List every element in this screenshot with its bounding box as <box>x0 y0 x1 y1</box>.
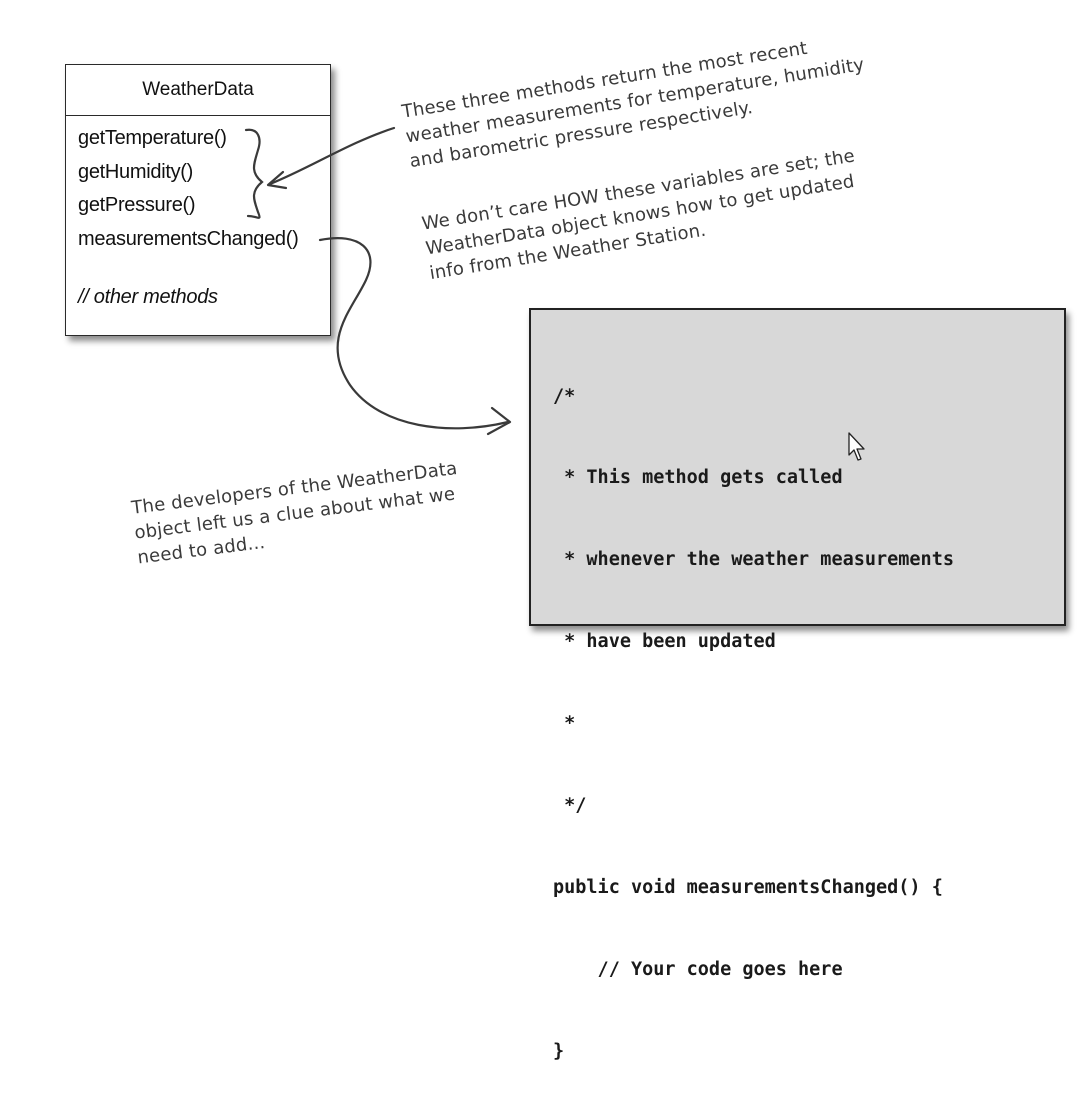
mouse-pointer-icon <box>848 432 865 461</box>
code-line: /* <box>553 385 576 407</box>
variables-annotation: We don’t care HOW these variables are se… <box>420 143 864 286</box>
uml-class-box: WeatherData getTemperature() getHumidity… <box>65 64 331 336</box>
code-line: * have been updated <box>553 631 776 653</box>
method-get-pressure: getPressure() <box>78 194 196 216</box>
code-line: public void measurementsChanged() { <box>553 876 943 898</box>
code-line: * whenever the weather measurements <box>553 549 954 571</box>
method-measurements-changed: measurementsChanged() <box>78 227 299 250</box>
method-get-temperature: getTemperature() <box>78 127 227 149</box>
code-line: * <box>553 713 576 735</box>
code-line: } <box>553 1040 565 1062</box>
developers-annotation: The developers of the WeatherData object… <box>130 456 465 570</box>
uml-class-name: WeatherData <box>66 65 330 116</box>
code-snippet: /* * This method gets called * whenever … <box>553 328 954 1120</box>
uml-method-list: getTemperature() getHumidity() getPressu… <box>66 116 330 309</box>
other-methods-comment: // other methods <box>78 286 218 308</box>
code-line: * This method gets called <box>553 467 843 489</box>
code-line: */ <box>553 795 587 817</box>
measurements-arrowhead <box>486 406 512 436</box>
code-snippet-box: /* * This method gets called * whenever … <box>529 308 1066 1062</box>
method-get-humidity: getHumidity() <box>78 160 194 183</box>
code-line: // Your code goes here <box>553 958 843 980</box>
